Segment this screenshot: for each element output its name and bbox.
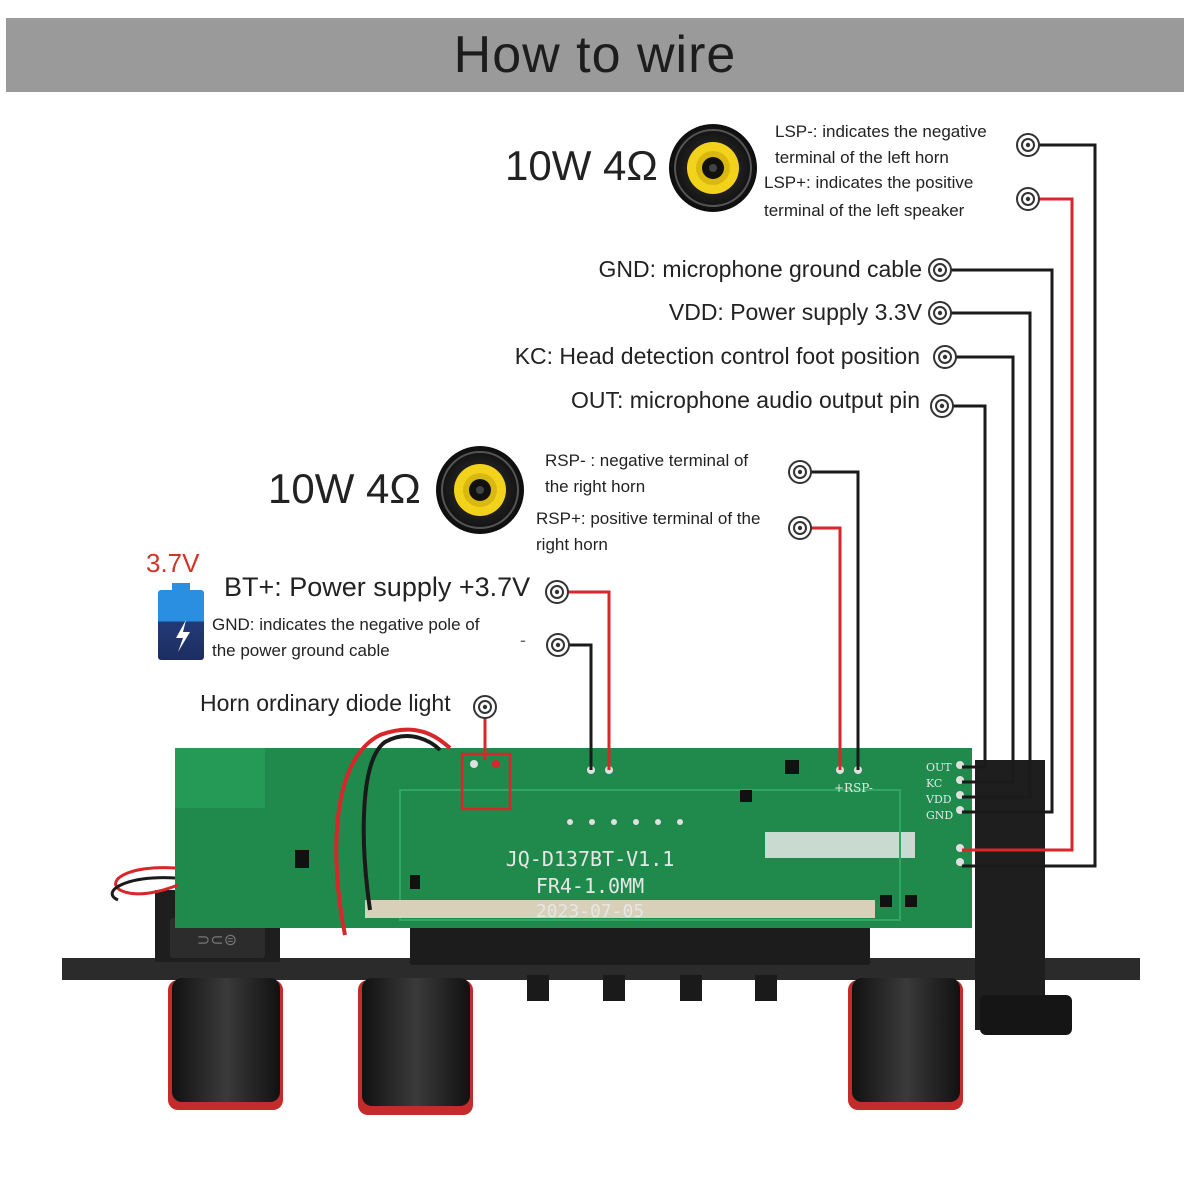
rsp-minus-label: RSP- : negative terminal of the right ho… — [545, 451, 749, 496]
pad-label: +RSP- — [834, 781, 873, 795]
terminal-icon — [1016, 133, 1040, 157]
terminal-icon — [546, 633, 570, 657]
pad-label: OUT — [926, 761, 952, 774]
terminal-icon — [933, 345, 957, 369]
speaker-icon — [669, 124, 757, 212]
terminal-icon — [545, 580, 569, 604]
title-bar: How to wire — [6, 18, 1184, 92]
lsp-plus-label: LSP+: indicates the positive terminal of… — [764, 173, 974, 220]
led-label: Horn ordinary diode light — [200, 690, 451, 716]
speaker-icon — [436, 446, 524, 534]
bt-plus-label: BT+: Power supply +3.7V — [224, 572, 531, 602]
pad-label: VDD — [925, 793, 952, 806]
pad-label: GND — [926, 809, 953, 822]
terminal-icon — [928, 301, 952, 325]
minus-sign: - — [520, 630, 526, 650]
rsp-plus-label: RSP+: positive terminal of the right hor… — [536, 509, 761, 554]
terminal-icon — [473, 695, 497, 719]
right-speaker-rating: 10W 4Ω — [268, 465, 421, 512]
gnd-mic-label: GND: microphone ground cable — [598, 256, 922, 282]
battery-icon — [158, 583, 204, 660]
page-title: How to wire — [453, 26, 737, 84]
terminal-icon — [788, 516, 812, 540]
terminal-icon — [1016, 187, 1040, 211]
kc-label: KC: Head detection control foot position — [514, 343, 920, 369]
volume-knob — [168, 978, 283, 1110]
svg-text:⊃⊂⊜: ⊃⊂⊜ — [197, 930, 237, 949]
left-speaker-rating: 10W 4Ω — [505, 142, 658, 189]
board-material: FR4-1.0MM — [536, 874, 644, 898]
terminal-icon — [788, 460, 812, 484]
board-model: JQ-D137BT-V1.1 — [506, 847, 675, 871]
bass-knob — [848, 978, 963, 1110]
terminal-icon — [930, 394, 954, 418]
pad-label: KC — [926, 777, 942, 790]
battery-voltage: 3.7V — [146, 548, 200, 578]
lsp-minus-label: LSP-: indicates the negative terminal of… — [775, 122, 987, 167]
board-date: 2023-07-05 — [536, 901, 644, 922]
out-label: OUT: microphone audio output pin — [570, 387, 920, 413]
vdd-label: VDD: Power supply 3.3V — [668, 299, 922, 325]
pcb-board: JQ-D137BT-V1.1 FR4-1.0MM 2023-07-05 OUT … — [175, 748, 972, 928]
treble-knob — [358, 978, 473, 1115]
gnd-power-label: GND: indicates the negative pole of the … — [212, 615, 480, 660]
terminal-icon — [928, 258, 952, 282]
